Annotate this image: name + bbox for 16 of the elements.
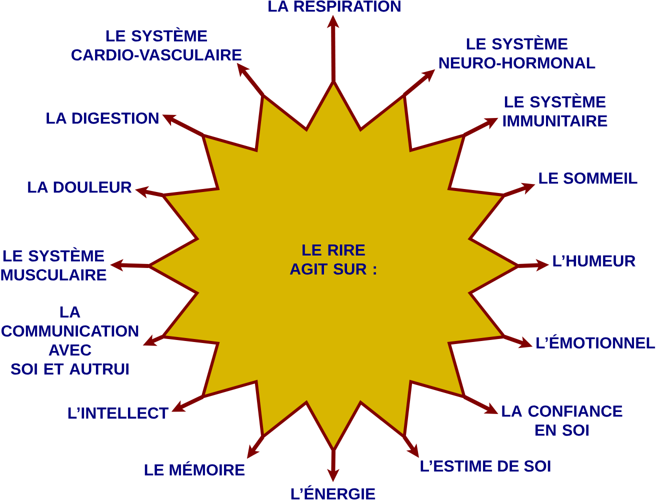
text-label: LA DOULEUR xyxy=(28,182,132,193)
text-label: LE SYSTÈME IMMUNITAIRE xyxy=(503,93,608,127)
text-label: L’ÉMOTIONNEL xyxy=(536,334,656,349)
text-label: LE MÉMOIRE xyxy=(144,461,245,476)
text-label: LE SYSTÈME MUSCULAIRE xyxy=(1,247,106,281)
text-label: LA CONFIANCE EN SOI xyxy=(502,406,622,436)
text-label: L’INTELLECT xyxy=(68,407,168,419)
text-label: LE SOMMEIL xyxy=(539,172,638,184)
text-label: LE SYSTÈME NEURO-HORMONAL xyxy=(439,35,596,69)
text-label: LE SYSTÈME CARDIO-VASCULAIRE xyxy=(72,27,242,61)
text-label: LA DIGESTION xyxy=(46,112,158,124)
text-label: L’ÉNERGIE xyxy=(291,485,376,500)
text-label: LA RESPIRATION xyxy=(268,0,400,12)
text-label: LA COMMUNICATION AVEC SOI ET AUTRUI xyxy=(2,306,138,375)
text-label: L’ESTIME DE SOI xyxy=(420,460,550,472)
text-label: L’HUMEUR xyxy=(553,255,636,267)
